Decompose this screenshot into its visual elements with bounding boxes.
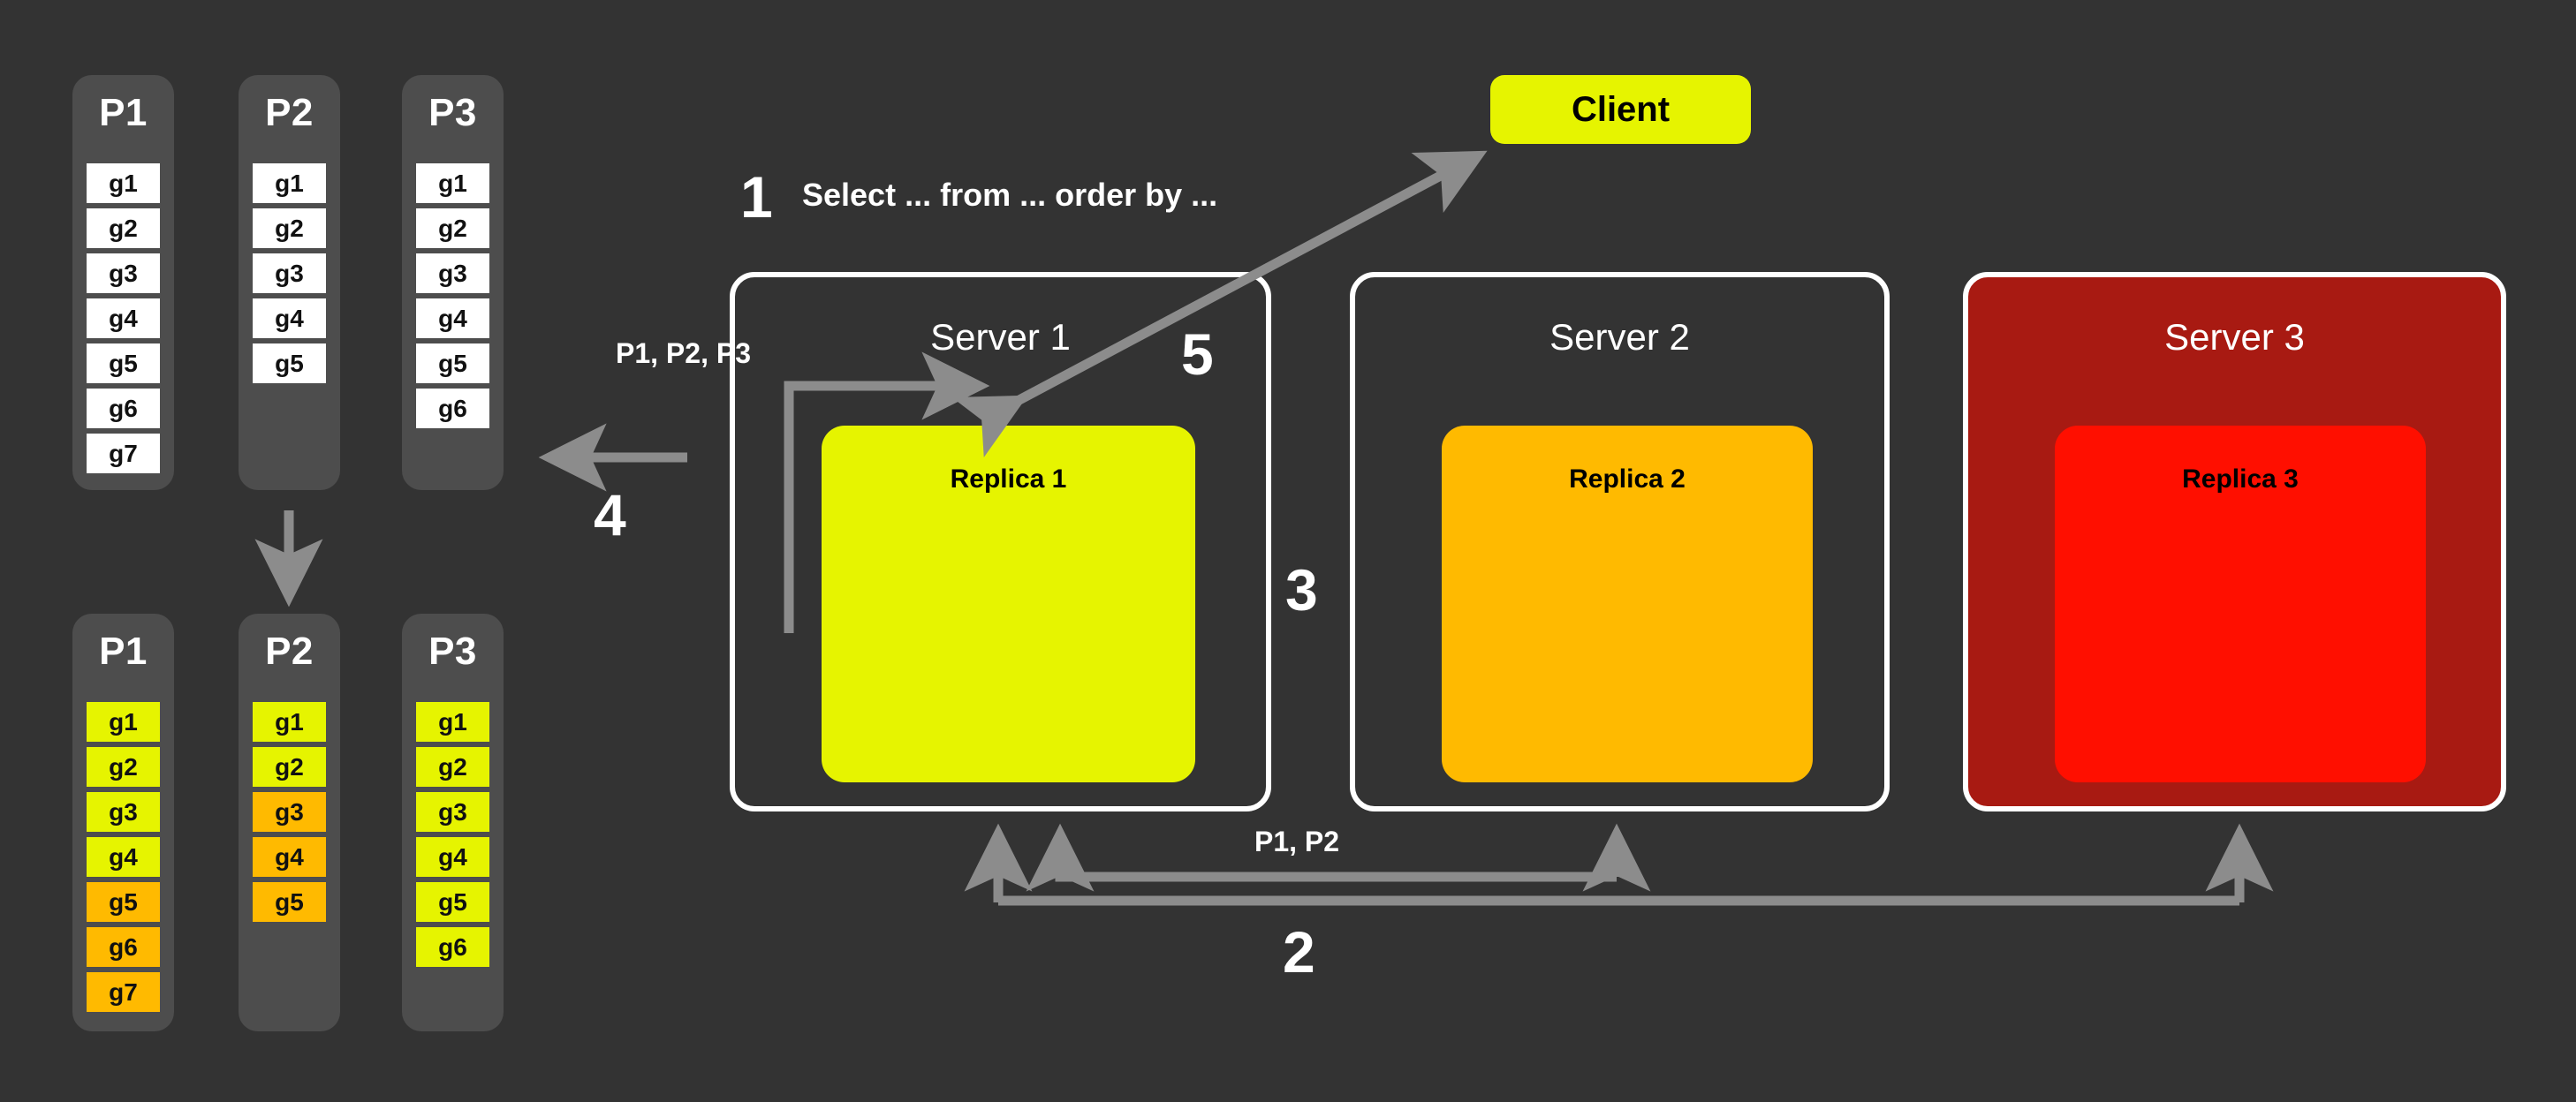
- partition-cell: g2: [87, 747, 160, 787]
- partition-cell: g1: [416, 702, 489, 742]
- partition-title: P3: [428, 91, 477, 134]
- replica-label: Replica 1: [950, 464, 1067, 494]
- replica-box-1[interactable]: Replica 1: [822, 426, 1195, 782]
- server-title: Server 3: [2164, 316, 2305, 358]
- partition-cell: g4: [416, 298, 489, 338]
- partition-cell: g2: [253, 747, 326, 787]
- step-number-1: 1: [740, 164, 773, 230]
- server-title: Server 2: [1549, 316, 1690, 358]
- server-box-2[interactable]: Server 2 Replica 2: [1350, 272, 1890, 811]
- partition-column-p3-top: P3 g1 g2 g3 g4 g5 g6: [402, 75, 504, 490]
- partition-title: P3: [428, 630, 477, 673]
- partition-cell: g5: [253, 343, 326, 383]
- partition-cell: g3: [253, 792, 326, 832]
- query-text: Select ... from ... order by ...: [802, 177, 1218, 213]
- partition-cell: g2: [416, 208, 489, 248]
- partition-cell: g4: [253, 298, 326, 338]
- partition-cell: g3: [87, 253, 160, 293]
- partition-title: P1: [99, 630, 148, 673]
- replica-label: Replica 3: [2182, 464, 2299, 494]
- partition-cell: g3: [416, 792, 489, 832]
- partition-cell: g1: [253, 702, 326, 742]
- partition-title: P2: [265, 630, 314, 673]
- partition-cell: g6: [416, 389, 489, 428]
- label-partitions-all: P1, P2, P3: [616, 337, 751, 369]
- step-number-2: 2: [1283, 919, 1315, 985]
- step-number-5: 5: [1181, 321, 1214, 387]
- partition-cell: g4: [87, 298, 160, 338]
- partition-cell: g5: [416, 343, 489, 383]
- partition-cell: g7: [87, 972, 160, 1012]
- partition-cell: g5: [253, 882, 326, 922]
- partition-cell: g2: [87, 208, 160, 248]
- partition-cell: g1: [416, 163, 489, 203]
- label-partitions-two: P1, P2: [1254, 826, 1340, 857]
- partition-cell: g7: [87, 434, 160, 473]
- partition-column-p2-top: P2 g1 g2 g3 g4 g5: [239, 75, 340, 490]
- partition-cell: g3: [253, 253, 326, 293]
- partition-cell: g1: [87, 163, 160, 203]
- partition-cell: g1: [253, 163, 326, 203]
- replica-box-3[interactable]: Replica 3: [2055, 426, 2426, 782]
- partition-cell: g3: [87, 792, 160, 832]
- partition-cell: g6: [87, 927, 160, 967]
- partition-cell: g5: [87, 882, 160, 922]
- replica-box-2[interactable]: Replica 2: [1442, 426, 1813, 782]
- partition-cell: g4: [416, 837, 489, 877]
- server-box-3[interactable]: Server 3 Replica 3: [1963, 272, 2506, 811]
- partition-cell: g6: [87, 389, 160, 428]
- partition-cell: g5: [416, 882, 489, 922]
- partition-cell: g2: [253, 208, 326, 248]
- partition-column-p2-bottom: P2 g1 g2 g3 g4 g5: [239, 614, 340, 1031]
- partition-cell: g4: [87, 837, 160, 877]
- partition-cell: g5: [87, 343, 160, 383]
- replica-label: Replica 2: [1569, 464, 1686, 494]
- partition-title: P2: [265, 91, 314, 134]
- step-number-3: 3: [1285, 557, 1318, 623]
- client-node[interactable]: Client: [1490, 75, 1751, 144]
- partition-column-p3-bottom: P3 g1 g2 g3 g4 g5 g6: [402, 614, 504, 1031]
- partition-cell: g4: [253, 837, 326, 877]
- step-number-4: 4: [594, 482, 626, 547]
- partition-cell: g2: [416, 747, 489, 787]
- partition-column-p1-top: P1 g1 g2 g3 g4 g5 g6 g7: [72, 75, 174, 490]
- partition-cell: g6: [416, 927, 489, 967]
- partition-cell: g1: [87, 702, 160, 742]
- partition-title: P1: [99, 91, 148, 134]
- partition-column-p1-bottom: P1 g1 g2 g3 g4 g5 g6 g7: [72, 614, 174, 1031]
- partition-cell: g3: [416, 253, 489, 293]
